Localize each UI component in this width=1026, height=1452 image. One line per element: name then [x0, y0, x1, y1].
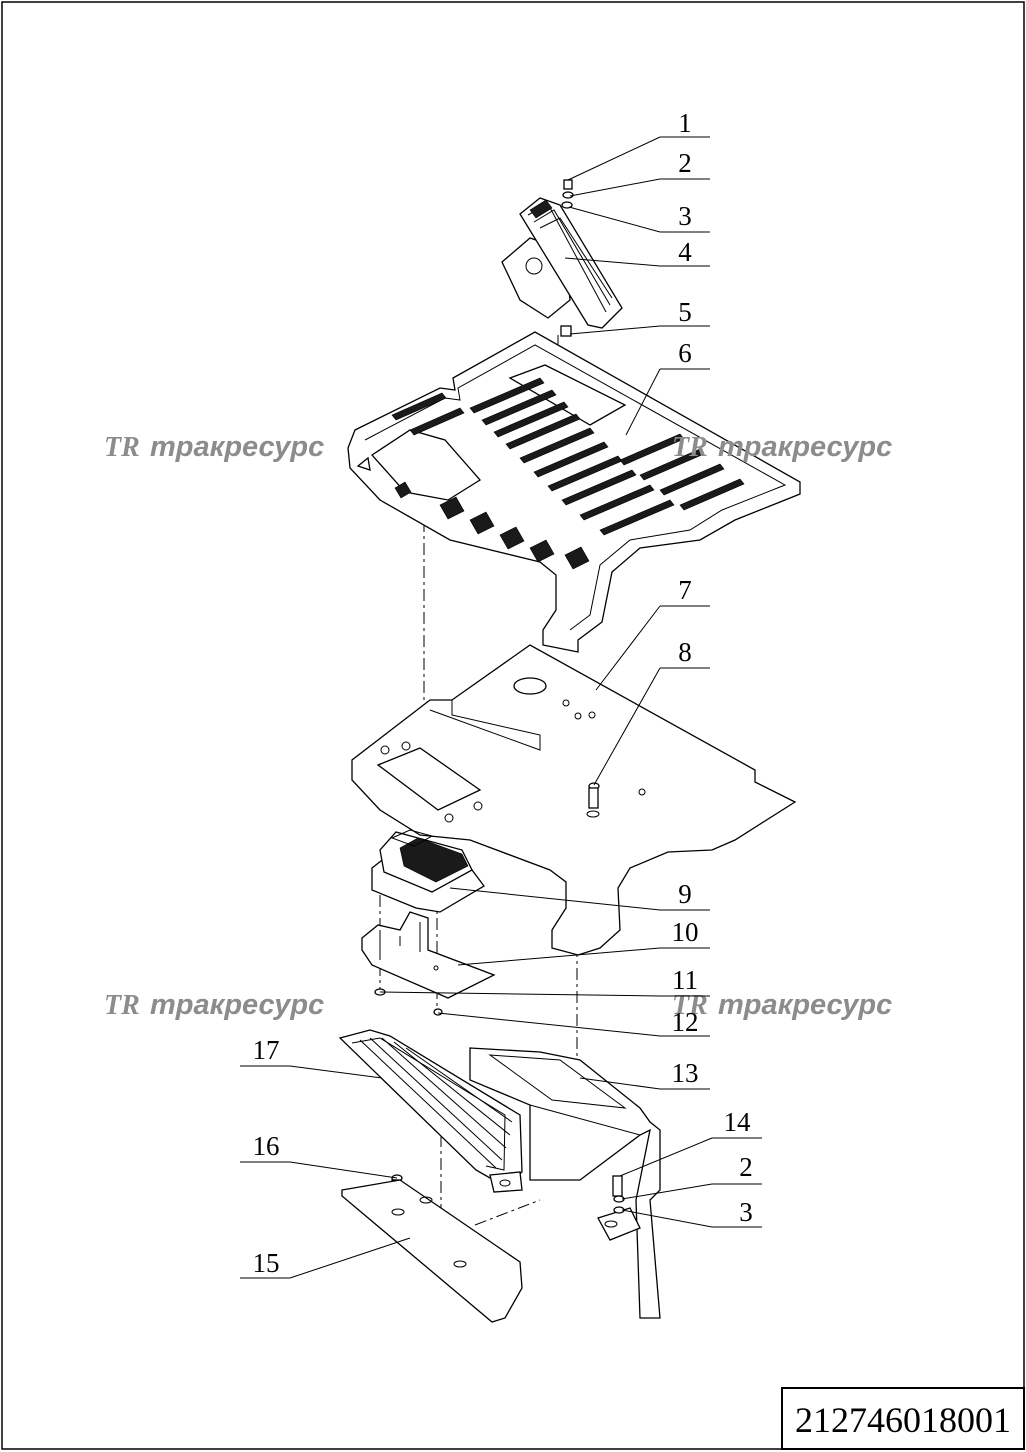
- svg-text:11: 11: [672, 965, 698, 995]
- svg-text:TR: TR: [104, 990, 140, 1021]
- svg-text:8: 8: [678, 637, 692, 667]
- svg-text:1: 1: [678, 108, 692, 138]
- callouts: 1 2 3 4 5 6 7 8: [240, 108, 762, 1279]
- mat-slots: [391, 377, 745, 570]
- callout-5: 5: [569, 297, 710, 335]
- svg-text:TR: TR: [104, 432, 140, 463]
- svg-text:TR: TR: [672, 990, 708, 1021]
- bracket-part-10: [361, 911, 496, 999]
- svg-text:15: 15: [253, 1248, 280, 1278]
- svg-text:12: 12: [672, 1007, 699, 1037]
- svg-text:2: 2: [739, 1152, 753, 1182]
- svg-text:тракресурс: тракресурс: [718, 431, 892, 463]
- svg-text:4: 4: [678, 237, 692, 267]
- bolt-part-8: [586, 782, 600, 818]
- svg-text:TR: TR: [672, 432, 708, 463]
- svg-text:3: 3: [678, 201, 692, 231]
- svg-text:тракресурс: тракресурс: [150, 431, 324, 463]
- svg-text:6: 6: [678, 338, 692, 368]
- svg-text:7: 7: [678, 575, 692, 605]
- callout-3-top: 3: [568, 201, 710, 233]
- watermark-bottom-left: TR тракресурс: [104, 989, 324, 1021]
- callout-17: 17: [240, 1035, 383, 1079]
- callout-2-right: 2: [621, 1152, 762, 1200]
- callout-15: 15: [240, 1237, 411, 1279]
- svg-text:16: 16: [253, 1131, 280, 1161]
- callout-11: 11: [379, 965, 710, 997]
- callout-9: 9: [449, 879, 710, 911]
- svg-text:10: 10: [672, 917, 699, 947]
- callout-14: 14: [619, 1107, 762, 1177]
- svg-text:тракресурс: тракресурс: [150, 989, 324, 1021]
- foot-rest-part-17: [338, 1029, 523, 1193]
- bolt-washers-top: [561, 179, 574, 209]
- callout-7: 7: [595, 575, 710, 691]
- svg-text:3: 3: [739, 1197, 753, 1227]
- callout-6: 6: [625, 338, 710, 436]
- callout-1: 1: [567, 108, 710, 181]
- svg-text:14: 14: [724, 1107, 752, 1137]
- callout-12: 12: [437, 1007, 710, 1037]
- title-block: 212746018001: [781, 1387, 1025, 1450]
- watermark-top-right: TR тракресурс: [672, 431, 892, 463]
- callout-13: 13: [579, 1058, 710, 1090]
- bolt-washers-right: [612, 1175, 625, 1214]
- watermark-bottom-right: TR тракресурс: [672, 989, 892, 1021]
- svg-text:2: 2: [678, 148, 692, 178]
- callout-8: 8: [593, 637, 710, 786]
- svg-text:тракресурс: тракресурс: [718, 989, 892, 1021]
- callout-10: 10: [457, 917, 710, 966]
- svg-text:13: 13: [672, 1058, 699, 1088]
- callout-16: 16: [240, 1131, 398, 1179]
- floor-plate-part-7: [351, 644, 797, 956]
- floor-mat-part-6: [347, 331, 801, 653]
- callout-4: 4: [564, 237, 710, 267]
- brake-pedal-part-9: [371, 829, 485, 913]
- svg-text:17: 17: [253, 1035, 280, 1065]
- callout-2-top: 2: [569, 148, 710, 197]
- floor-bracket-part-13: [469, 1047, 661, 1319]
- accelerator-pedal-part-4: [501, 197, 623, 337]
- callout-3-right: 3: [621, 1197, 762, 1228]
- drawing-number: 212746018001: [795, 1400, 1011, 1440]
- floor-plate-part-15: [341, 1179, 523, 1323]
- svg-text:9: 9: [678, 879, 692, 909]
- watermark-top-left: TR тракресурс: [104, 431, 324, 463]
- svg-text:5: 5: [678, 297, 692, 327]
